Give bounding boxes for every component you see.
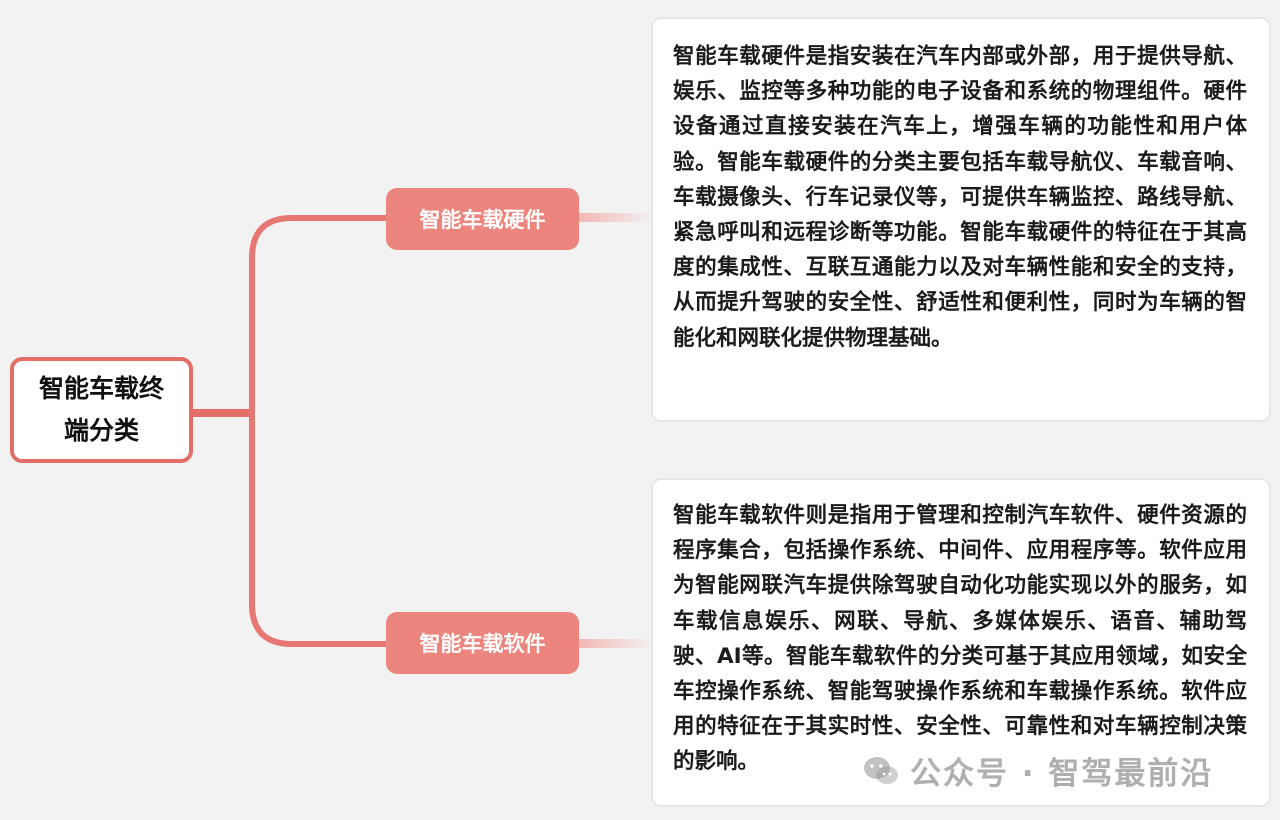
- description-text-software: 智能车载软件则是指用于管理和控制汽车软件、硬件资源的程序集合，包括操作系统、中间…: [673, 503, 1247, 775]
- description-text-hardware: 智能车载硬件是指安装在汽车内部或外部，用于提供导航、娱乐、监控等多种功能的电子设…: [673, 44, 1247, 351]
- connector-to-hardware: [249, 215, 391, 416]
- root-node[interactable]: 智能车载终端分类: [10, 357, 193, 463]
- description-card-hardware: 智能车载硬件是指安装在汽车内部或外部，用于提供导航、娱乐、监控等多种功能的电子设…: [651, 17, 1271, 422]
- branch-label-hardware: 智能车载硬件: [419, 208, 546, 232]
- connector-hardware-to-card: [578, 213, 652, 222]
- description-card-software: 智能车载软件则是指用于管理和控制汽车软件、硬件资源的程序集合，包括操作系统、中间…: [651, 478, 1271, 807]
- branch-node-software[interactable]: 智能车载软件: [386, 612, 579, 674]
- connector-software-to-card: [578, 639, 652, 648]
- connector-to-software: [249, 410, 391, 647]
- root-node-label: 智能车载终端分类: [38, 374, 164, 445]
- branch-label-software: 智能车载软件: [419, 632, 546, 656]
- branch-node-hardware[interactable]: 智能车载硬件: [386, 188, 579, 250]
